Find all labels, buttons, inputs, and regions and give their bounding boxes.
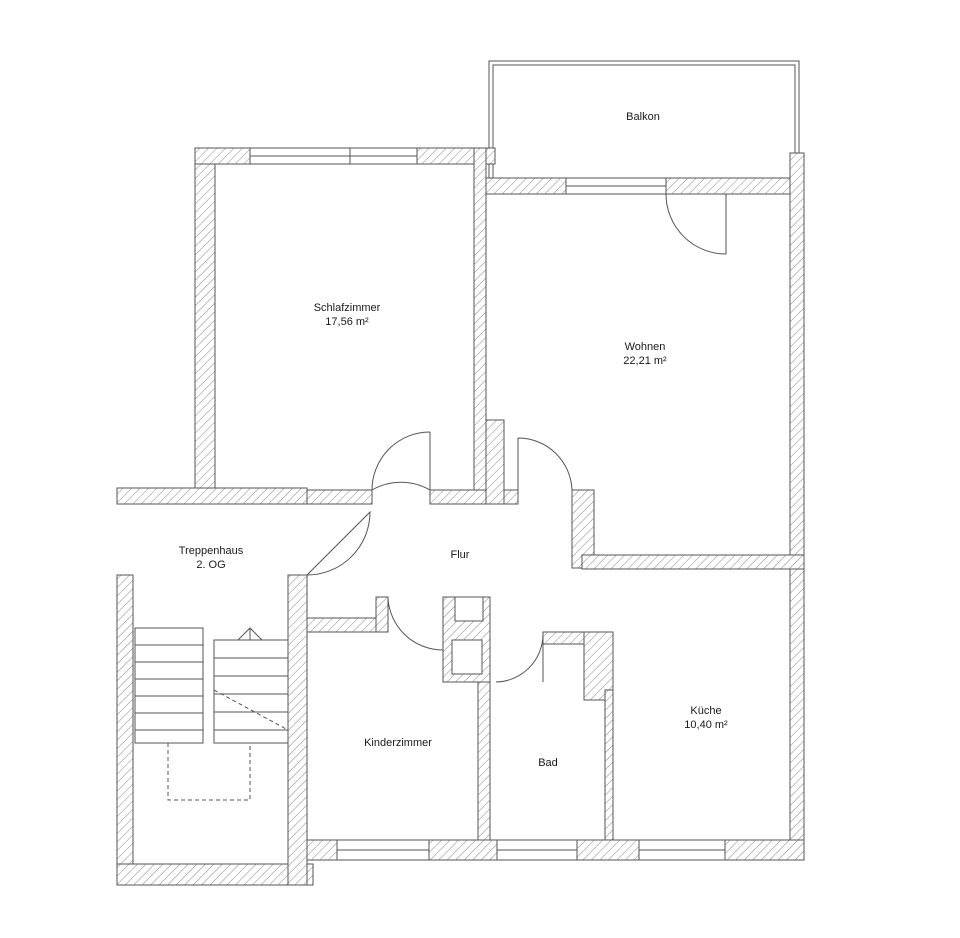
room-label-kinderzimmer: Kinderzimmer [364, 737, 432, 749]
balcony [488, 60, 800, 178]
windows [249, 147, 726, 861]
room-area-schlafzimmer: 17,56 m² [325, 316, 369, 328]
room-label-treppenhaus: Treppenhaus [179, 545, 244, 557]
walls [116, 147, 805, 886]
stairs [134, 627, 289, 801]
room-label-wohnen: Wohnen [625, 341, 666, 353]
doors [306, 193, 727, 683]
room-label-balkon: Balkon [626, 111, 660, 123]
room-label-flur: Flur [451, 549, 470, 561]
room-area-wohnen: 22,21 m² [623, 355, 667, 367]
room-label-kueche: Küche [690, 705, 721, 717]
room-label-schlafzimmer: Schlafzimmer [314, 302, 381, 314]
room-labels: Balkon Schlafzimmer 17,56 m² Wohnen 22,2… [179, 111, 728, 769]
room-area-kueche: 10,40 m² [684, 719, 728, 731]
room-floor-treppenhaus: 2. OG [196, 559, 225, 571]
room-label-bad: Bad [538, 757, 558, 769]
